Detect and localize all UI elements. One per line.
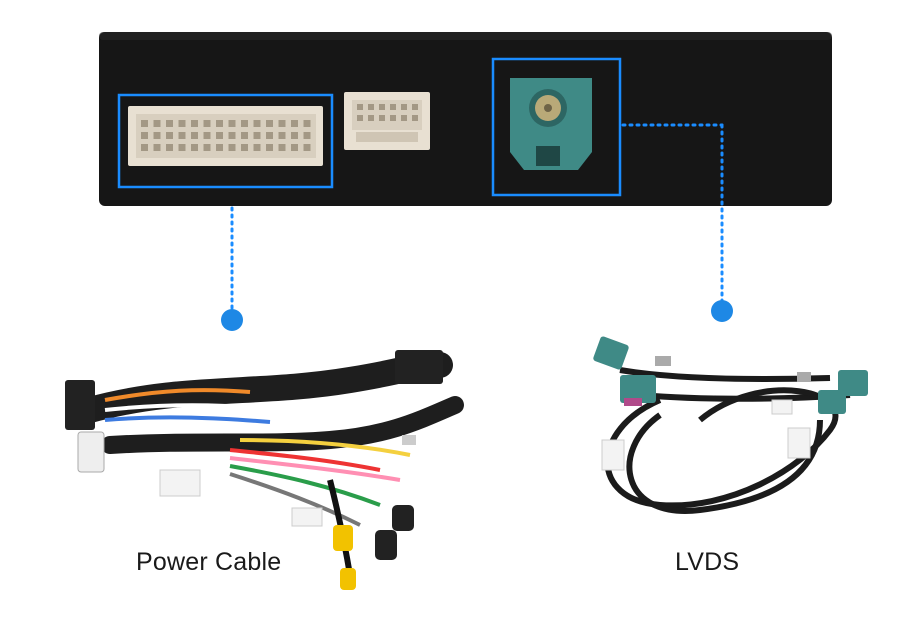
lvds-connector-port <box>491 57 622 197</box>
connector-pin <box>141 132 148 139</box>
power-leader-line <box>221 206 243 331</box>
connector-pin <box>253 144 261 151</box>
connector-pin <box>303 120 311 127</box>
lvds-label: LVDS <box>675 548 740 576</box>
connector-pin <box>412 115 418 121</box>
connector-pin <box>203 120 211 127</box>
connector-pin <box>291 144 298 151</box>
connector-pin <box>228 144 236 151</box>
connector-pin <box>390 115 396 121</box>
connector-pin <box>191 144 198 151</box>
connector-pin <box>253 120 261 127</box>
connector-pin <box>178 144 186 151</box>
connector-pin <box>379 115 385 121</box>
connector-pin <box>401 115 407 121</box>
blue-dot-icon <box>711 300 733 322</box>
connector-pin <box>241 144 248 151</box>
connector-pin <box>291 120 298 127</box>
connector-pin <box>412 104 418 110</box>
connector-pin <box>141 144 148 151</box>
connector-pin <box>379 104 385 110</box>
power-cable-harness <box>65 350 464 590</box>
connector-pin <box>390 104 396 110</box>
connector-pin <box>291 132 298 139</box>
connector-pin <box>166 120 173 127</box>
power-connector-port <box>117 93 334 189</box>
connector-pin <box>228 120 236 127</box>
connector-pin <box>357 115 363 121</box>
connector-pin <box>278 132 286 139</box>
connector-pin <box>203 144 211 151</box>
connector-pin <box>203 132 211 139</box>
connector-pin <box>178 132 186 139</box>
connector-pin <box>166 144 173 151</box>
connector-pin <box>216 120 223 127</box>
connector-pin <box>241 120 248 127</box>
connector-pin <box>191 120 198 127</box>
connector-pin <box>153 120 161 127</box>
connector-pin <box>266 144 273 151</box>
connector-pin <box>241 132 248 139</box>
aux-connector-port <box>344 92 430 150</box>
lvds-leader-line <box>621 123 733 322</box>
connector-pin <box>368 115 374 121</box>
connector-pin <box>166 132 173 139</box>
connector-pin <box>216 144 223 151</box>
connector-pin <box>141 120 148 127</box>
connector-pin <box>278 120 286 127</box>
connector-pin <box>191 132 198 139</box>
connector-pin <box>303 132 311 139</box>
connector-pin <box>153 144 161 151</box>
lvds-cable <box>593 336 868 514</box>
connector-pin <box>368 104 374 110</box>
connector-pin <box>303 144 311 151</box>
connector-pin <box>401 104 407 110</box>
connector-pin <box>153 132 161 139</box>
power-cable-label: Power Cable <box>136 548 282 576</box>
connector-pin <box>266 120 273 127</box>
blue-dot-icon <box>221 309 243 331</box>
connector-pin <box>216 132 223 139</box>
connector-pin <box>228 132 236 139</box>
connector-pin <box>357 104 363 110</box>
connector-pin <box>178 120 186 127</box>
connector-pin <box>253 132 261 139</box>
connector-pin <box>278 144 286 151</box>
connector-pin <box>266 132 273 139</box>
